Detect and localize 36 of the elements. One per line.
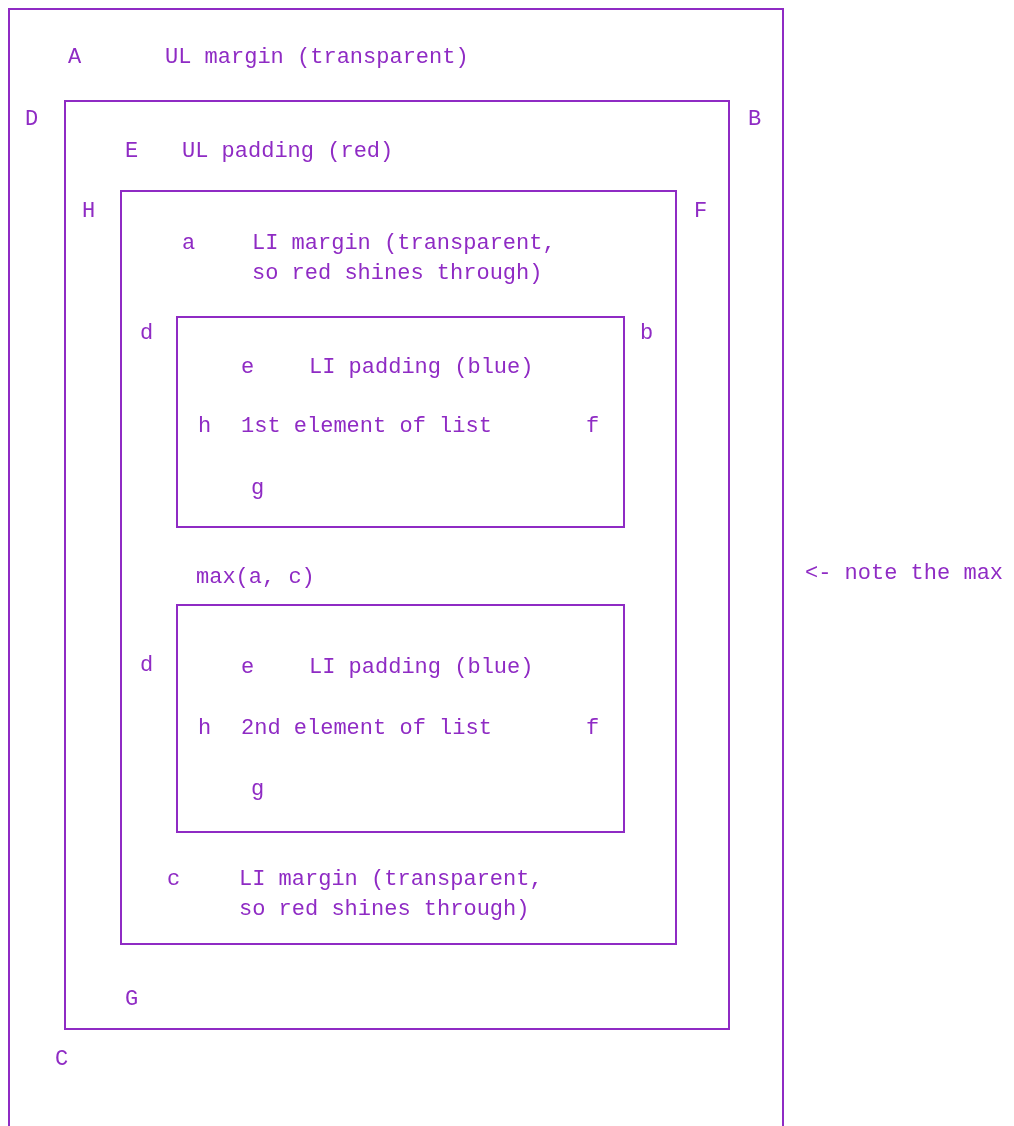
nested-box [120, 190, 677, 945]
box-label: LI padding (blue) [309, 654, 534, 682]
letter-marker: D [25, 106, 39, 134]
letter-marker: F [694, 198, 708, 226]
nested-box [176, 316, 625, 528]
letter-marker: f [586, 413, 600, 441]
letter-marker: d [140, 652, 154, 680]
letter-marker: e [241, 354, 255, 382]
letter-marker: B [748, 106, 762, 134]
box-label: LI margin (transparent, so red shines through) [239, 866, 544, 924]
nested-box [64, 100, 730, 1030]
letter-marker: g [251, 776, 265, 804]
letter-marker: e [241, 654, 255, 682]
letter-marker: a [182, 230, 196, 258]
box-label: UL margin (transparent) [165, 44, 469, 72]
box-label: UL padding (red) [182, 138, 394, 166]
letter-marker: b [640, 320, 654, 348]
letter-marker: E [125, 138, 139, 166]
letter-marker: C [55, 1046, 69, 1074]
nested-box [8, 8, 784, 1126]
box-label: LI margin (transparent, so red shines through) [252, 230, 557, 288]
letter-marker: h [198, 715, 212, 743]
box-label: max(a, c) [196, 564, 315, 592]
note-text: <- note the max [805, 560, 1004, 588]
letter-marker: A [68, 44, 82, 72]
letter-marker: g [251, 475, 265, 503]
letter-marker: G [125, 986, 139, 1014]
letter-marker: f [586, 715, 600, 743]
box-label: 2nd element of list [241, 715, 492, 743]
letter-marker: d [140, 320, 154, 348]
letter-marker: c [167, 866, 181, 894]
letter-marker: h [198, 413, 212, 441]
nested-box [176, 604, 625, 833]
box-label: 1st element of list [241, 413, 492, 441]
letter-marker: H [82, 198, 96, 226]
box-label: LI padding (blue) [309, 354, 534, 382]
